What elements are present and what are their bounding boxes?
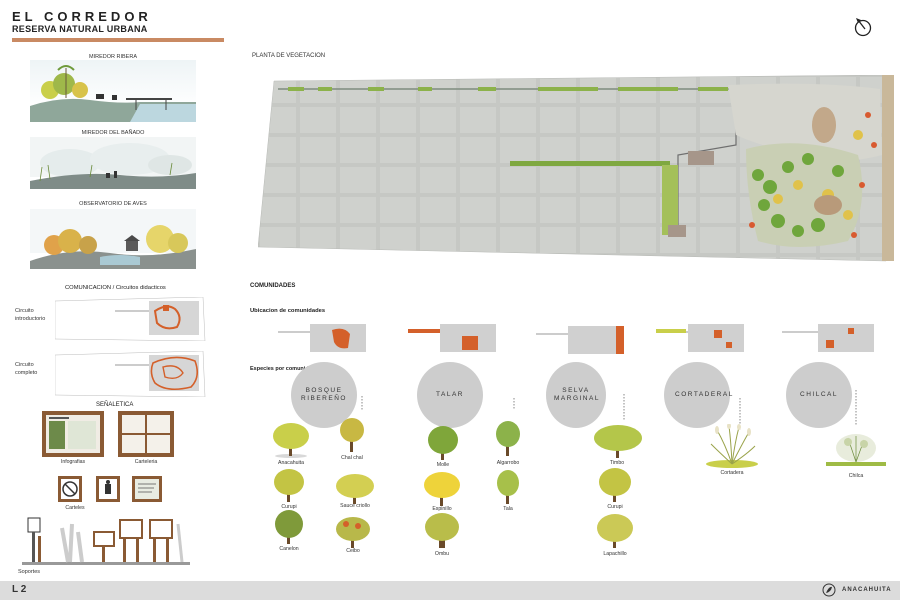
senaletica-heading: SEÑALETICA — [96, 402, 134, 408]
location-map-talar — [404, 324, 498, 354]
species-label: Lapachillo — [603, 551, 627, 557]
location-map-bosque-riberen — [274, 324, 368, 354]
mirador-banado-section — [30, 137, 196, 189]
mirador-ribera-label: MIREDOR RIBERA — [89, 54, 137, 60]
title-underline — [12, 38, 224, 42]
tree-curupi — [274, 469, 304, 502]
observatorio-label: OBSERVATORIO DE AVES — [79, 201, 147, 207]
species-label: Sauce criollo — [340, 503, 370, 509]
tree-molle — [428, 426, 458, 460]
observatorio-section — [30, 209, 196, 269]
map-title: PLANTA DE VEGETACION — [252, 53, 326, 59]
page-number: L 2 — [12, 584, 27, 595]
infografias-label: Infografias — [60, 459, 86, 465]
circuito-intro-map — [55, 297, 206, 341]
location-map-cortaderal — [652, 324, 746, 354]
carteleria-sign — [118, 411, 174, 457]
comunidades-heading: COMUNIDADES — [250, 283, 296, 289]
tree-curupi-selva — [599, 468, 631, 502]
especies-heading: Especies por comunidad — [250, 366, 316, 372]
tree-lapachillo — [597, 514, 633, 548]
tree-ombu — [425, 513, 459, 548]
community-circle-bosque-riberen: BOSQUE RIBEREÑO — [291, 362, 357, 428]
tree-anacahuita — [273, 423, 309, 458]
species-label: Ombu — [434, 551, 450, 557]
circuito-completo-label: Circuito completo — [15, 362, 38, 376]
tree-canelon — [275, 510, 303, 544]
mirador-ribera-section — [30, 60, 196, 122]
location-map-chilcal — [778, 324, 876, 354]
species-label: Molle — [436, 462, 450, 468]
community-circle-cortaderal: CORTADERAL — [664, 362, 732, 428]
species-label: Chilca — [848, 473, 864, 479]
tree-algarrobo — [496, 421, 520, 456]
carteles-label: Carteles — [65, 505, 85, 511]
brand-name: ANACAHUITA — [842, 587, 892, 593]
soportes-label: Soportes — [18, 569, 41, 575]
community-circle-talar: TALAR — [417, 362, 483, 428]
species-label: Algarrobo — [496, 460, 520, 466]
species-label: Chal chal — [341, 455, 363, 461]
species-label: Timbo — [609, 460, 625, 466]
species-connectors — [361, 390, 857, 430]
tree-timbo — [594, 425, 642, 458]
page-subtitle: RESERVA NATURAL URBANA — [12, 24, 148, 34]
anacahuita-logo-icon — [822, 583, 836, 597]
location-map-selva-marginal — [532, 326, 626, 356]
species-label: Ceibo — [346, 548, 360, 554]
community-circle-selva-marginal: SELVA MARGINAL — [546, 362, 606, 428]
tree-tala — [497, 470, 519, 504]
page-title: EL CORREDOR — [12, 9, 152, 24]
species-label: Canelon — [279, 546, 299, 552]
footer-bar — [0, 581, 900, 600]
tree-espinillo — [424, 472, 460, 506]
north-arrow-icon — [854, 18, 872, 37]
species-label: Cortadera — [720, 470, 744, 476]
tree-chal-chal — [340, 418, 364, 452]
circuito-intro-label: Circuito introductorio — [15, 308, 46, 322]
tree-ceibo — [336, 517, 370, 548]
species-label: Tala — [503, 506, 513, 512]
circuito-completo-map — [55, 351, 206, 397]
plant-cortadera — [706, 424, 758, 468]
plant-chilca — [826, 434, 886, 466]
species-label: Espinillo — [432, 506, 452, 512]
infografia-sign — [42, 411, 104, 457]
tree-sauce-criollo — [336, 474, 374, 504]
species-label: Anacahuita — [278, 460, 304, 466]
comunicacion-heading: COMUNICACION / Circuitos didacticos — [65, 285, 166, 291]
vegetation-plan-map — [258, 75, 894, 262]
species-label: Curupi — [281, 504, 297, 510]
community-circle-chilcal: CHILCAL — [786, 362, 852, 428]
species-label: Curupi — [607, 504, 623, 510]
soportes-diagram — [22, 517, 190, 565]
ubicacion-heading: Ubicacion de comunidades — [250, 308, 326, 314]
carteles-signs — [58, 476, 162, 502]
mirador-banado-label: MIREDOR DEL BAÑADO — [81, 130, 145, 136]
carteleria-label: Carteleria — [134, 459, 158, 465]
